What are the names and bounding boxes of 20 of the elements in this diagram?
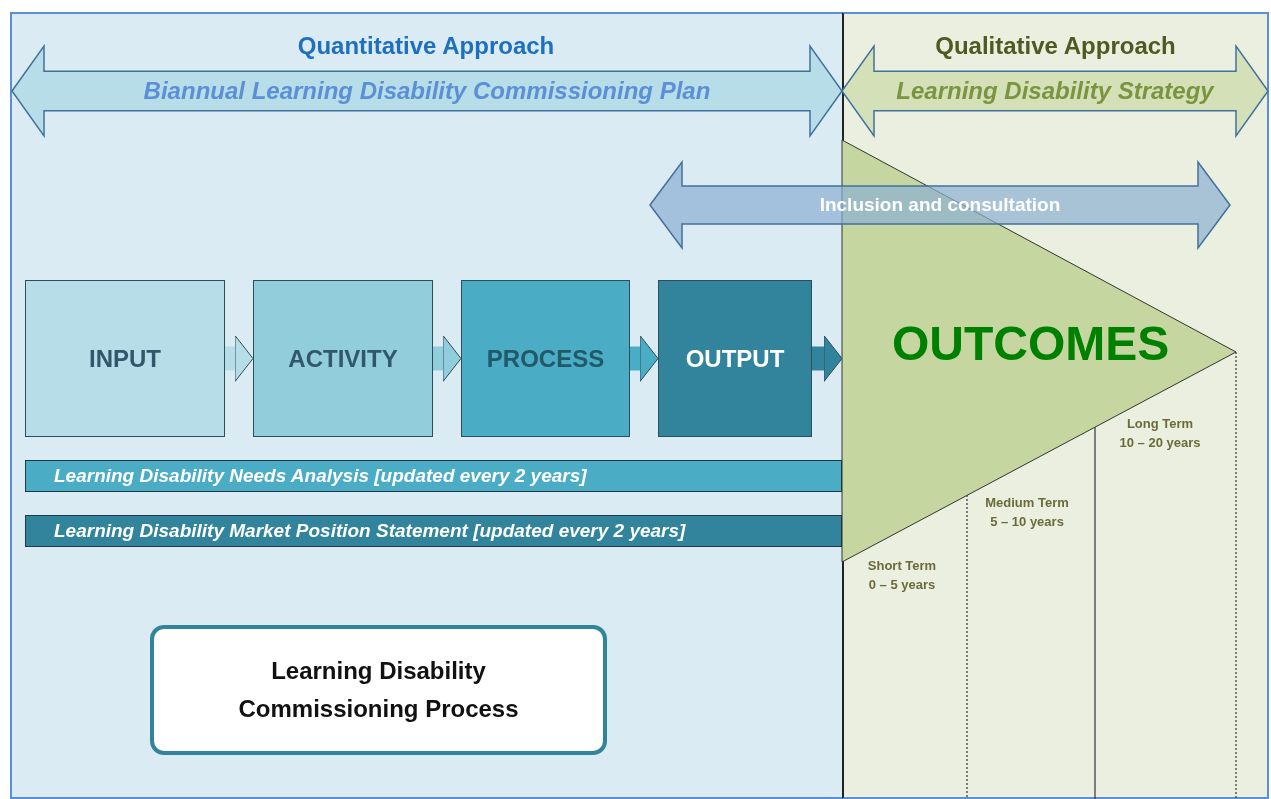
chevron-arrow <box>433 335 462 382</box>
stage-box: OUTPUT <box>658 280 812 437</box>
band-label: Learning Disability Strategy <box>896 77 1214 105</box>
banner-bar: Learning Disability Market Position Statement [updated every 2 years] <box>25 515 842 547</box>
term-label: Long Term 10 – 20 years <box>1118 415 1202 452</box>
chevron-arrow <box>225 335 254 382</box>
chevron-arrow <box>630 335 659 382</box>
title-card: Learning Disability Commissioning Process <box>150 625 607 755</box>
outcomes-heading: OUTCOMES <box>892 316 1170 371</box>
chevron-arrow <box>812 335 843 382</box>
stage-box: ACTIVITY <box>253 280 433 437</box>
banner-bar: Learning Disability Needs Analysis [updated every 2 years] <box>25 460 842 492</box>
stage-box: PROCESS <box>461 280 630 437</box>
term-label: Short Term 0 – 5 years <box>866 557 938 594</box>
band-label: Biannual Learning Disability Commissioning Plan <box>143 77 711 105</box>
panel-heading: Qualitative Approach <box>935 32 1176 60</box>
stage-box: INPUT <box>25 280 225 437</box>
term-label: Medium Term 5 – 10 years <box>984 494 1070 531</box>
band-label: Inclusion and consultation <box>819 194 1061 216</box>
panel-heading: Quantitative Approach <box>297 32 555 60</box>
